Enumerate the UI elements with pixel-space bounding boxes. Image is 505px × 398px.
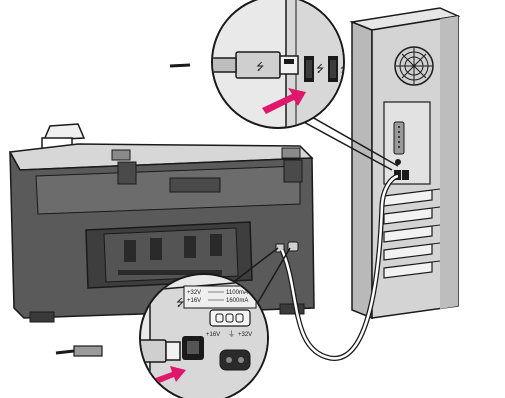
power-socket <box>220 350 250 370</box>
computer-port-callout: ⭍ ⭍ ⭍ <box>190 0 366 150</box>
rating-line-1: +32V <box>187 290 201 296</box>
rating-line-2-current: 1600mA <box>226 298 248 304</box>
usb-symbol-icon: ⭍ <box>316 63 324 75</box>
usb-symbol-icon: ⭍ <box>256 61 264 73</box>
rating-line-2: +16V <box>187 298 201 304</box>
rating-line-1-current: 1100mA <box>226 290 248 296</box>
pin-label-right: +32V <box>238 332 252 338</box>
pin-label-left: +16V <box>206 332 220 338</box>
ground-symbol-icon: ⏚ <box>228 330 235 338</box>
tower-side <box>352 22 372 318</box>
usb-symbol-icon: ⭍ <box>176 297 184 309</box>
computer-tower <box>352 8 458 318</box>
fan-grille-icon <box>395 47 433 85</box>
